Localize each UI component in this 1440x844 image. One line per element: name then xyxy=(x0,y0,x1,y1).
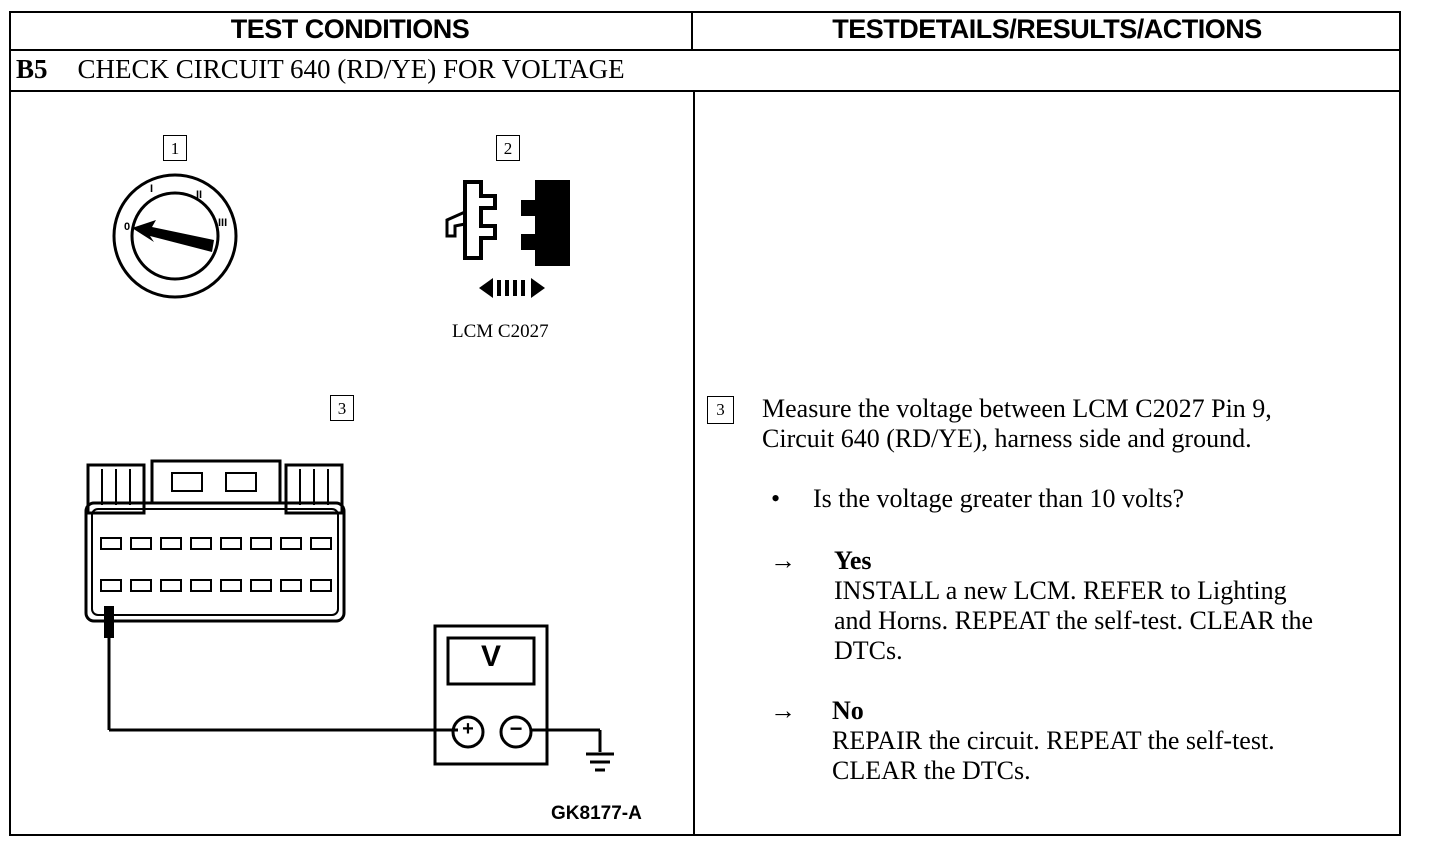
lcm-connector-icon xyxy=(84,459,346,623)
connector-disconnect-icon xyxy=(445,180,570,298)
voltmeter-display xyxy=(446,636,536,686)
no-action-line-1: REPAIR the circuit. REPEAT the self-test… xyxy=(832,726,1275,755)
probe-icon xyxy=(104,606,114,638)
instruction-line-2: Circuit 640 (RD/YE), harness side and gr… xyxy=(762,424,1252,453)
voltmeter-icon xyxy=(433,624,549,766)
connector-label: LCM C2027 xyxy=(452,321,549,342)
step-code: B5 xyxy=(16,54,48,84)
svg-text:II: II xyxy=(196,189,202,201)
step-title-row: B5 CHECK CIRCUIT 640 (RD/YE) FOR VOLTAGE xyxy=(16,54,625,85)
svg-text:III: III xyxy=(218,217,227,229)
bullet: • xyxy=(771,484,781,513)
no-action-line-2: CLEAR the DTCs. xyxy=(832,756,1031,785)
callout-2: 2 xyxy=(496,135,520,161)
svg-text:I: I xyxy=(150,183,153,195)
connector-pin-cavity xyxy=(190,537,212,550)
voltmeter-label: V xyxy=(480,640,501,673)
header-test-details: TESTDETAILS/RESULTS/ACTIONS xyxy=(832,14,1262,44)
yes-arrow-icon: → xyxy=(770,546,796,575)
callout-1: 1 xyxy=(163,135,187,161)
connector-pin-cavity xyxy=(250,537,272,550)
lcm-pin-grid xyxy=(80,455,350,645)
yes-label: Yes xyxy=(834,546,872,575)
meter-minus-label: − xyxy=(509,716,523,741)
connector-pin-cavity xyxy=(310,537,332,550)
details-callout-3: 3 xyxy=(707,396,734,424)
instruction-line-1: Measure the voltage between LCM C2027 Pi… xyxy=(762,394,1272,423)
callout-3: 3 xyxy=(330,395,354,421)
connector-pin-cavity xyxy=(160,537,182,550)
no-label: No xyxy=(832,696,864,725)
connector-pin-cavity xyxy=(130,579,152,592)
yes-action-line-3: DTCs. xyxy=(834,636,903,665)
figure-id: GK8177-A xyxy=(551,803,642,824)
connector-pin-cavity xyxy=(220,537,242,550)
question: Is the voltage greater than 10 volts? xyxy=(813,484,1185,513)
body-column-divider xyxy=(693,90,695,836)
yes-action-line-2: and Horns. REPEAT the self-test. CLEAR t… xyxy=(834,606,1314,635)
connector-pin-cavity xyxy=(130,537,152,550)
meter-minus-terminal xyxy=(499,715,533,749)
connector-pin-cavity xyxy=(220,579,242,592)
step-row-divider xyxy=(9,90,1401,92)
step-title: CHECK CIRCUIT 640 (RD/YE) FOR VOLTAGE xyxy=(77,54,625,84)
connector-pin-cavity xyxy=(280,579,302,592)
meter-plus-terminal xyxy=(451,715,485,749)
connector-pin-cavity xyxy=(310,579,332,592)
header-divider xyxy=(9,49,1401,51)
svg-text:0: 0 xyxy=(124,221,130,233)
table-frame xyxy=(9,11,1401,836)
connector-pin-cavity xyxy=(190,579,212,592)
header-test-conditions: TEST CONDITIONS xyxy=(230,14,470,44)
connector-pin-cavity xyxy=(100,537,122,550)
connector-pin-cavity xyxy=(100,579,122,592)
ignition-switch-off-icon: 0 I II III xyxy=(112,173,238,299)
connector-pin-cavity xyxy=(250,579,272,592)
meter-plus-label: + xyxy=(462,718,474,740)
no-arrow-icon: → xyxy=(770,696,796,725)
voltmeter-circuit xyxy=(104,606,614,772)
yes-action-line-1: INSTALL a new LCM. REFER to Lighting xyxy=(834,576,1287,605)
header-column-divider xyxy=(691,11,693,51)
connector-pin-cavity xyxy=(280,537,302,550)
connector-pin-cavity xyxy=(160,579,182,592)
